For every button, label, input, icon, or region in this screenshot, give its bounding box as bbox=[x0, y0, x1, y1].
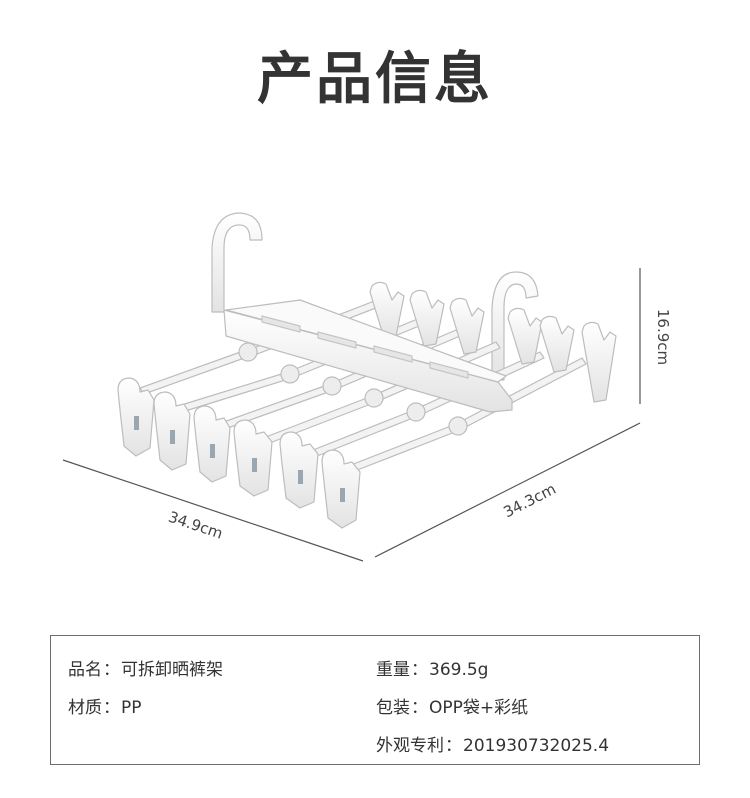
page-title: 产品信息 bbox=[257, 47, 493, 112]
info-label: 重量 bbox=[376, 660, 410, 680]
product-illustration: 34.9cm 34.3cm 16.9cm bbox=[62, 212, 672, 562]
info-separator: ： bbox=[445, 736, 462, 756]
info-label: 品名 bbox=[68, 660, 102, 680]
left-hook bbox=[211, 212, 263, 313]
height-dimension-label: 16.9cm bbox=[654, 309, 672, 365]
info-item-weight: 重量：369.5g bbox=[376, 655, 488, 680]
dimension-lines bbox=[62, 268, 641, 562]
info-separator: ： bbox=[103, 660, 120, 680]
info-value: 201930732025.4 bbox=[463, 736, 610, 756]
info-item-name: 品名：可拆卸晒裤架 bbox=[68, 655, 223, 680]
info-item-packaging: 包装：OPP袋+彩纸 bbox=[376, 693, 528, 718]
right-hook bbox=[491, 271, 539, 381]
info-value: 369.5g bbox=[429, 660, 489, 680]
clip-hanger bbox=[117, 212, 617, 529]
info-item-material: 材质：PP bbox=[68, 693, 142, 718]
depth-dimension-label: 34.3cm bbox=[501, 480, 559, 522]
info-label: 包装 bbox=[376, 698, 410, 718]
info-value: PP bbox=[121, 698, 142, 718]
info-separator: ： bbox=[411, 698, 428, 718]
product-info-box: 品名：可拆卸晒裤架 材质：PP 重量：369.5g 包装：OPP袋+彩纸 外观专… bbox=[50, 635, 700, 765]
rear-clips bbox=[369, 281, 617, 403]
info-value: OPP袋+彩纸 bbox=[429, 698, 529, 718]
info-label: 材质 bbox=[68, 698, 102, 718]
info-value: 可拆卸晒裤架 bbox=[121, 660, 223, 680]
info-separator: ： bbox=[103, 698, 120, 718]
info-item-patent: 外观专利：201930732025.4 bbox=[376, 731, 609, 756]
width-dimension-label: 34.9cm bbox=[166, 508, 225, 543]
info-separator: ： bbox=[411, 660, 428, 680]
info-label: 外观专利 bbox=[376, 736, 444, 756]
